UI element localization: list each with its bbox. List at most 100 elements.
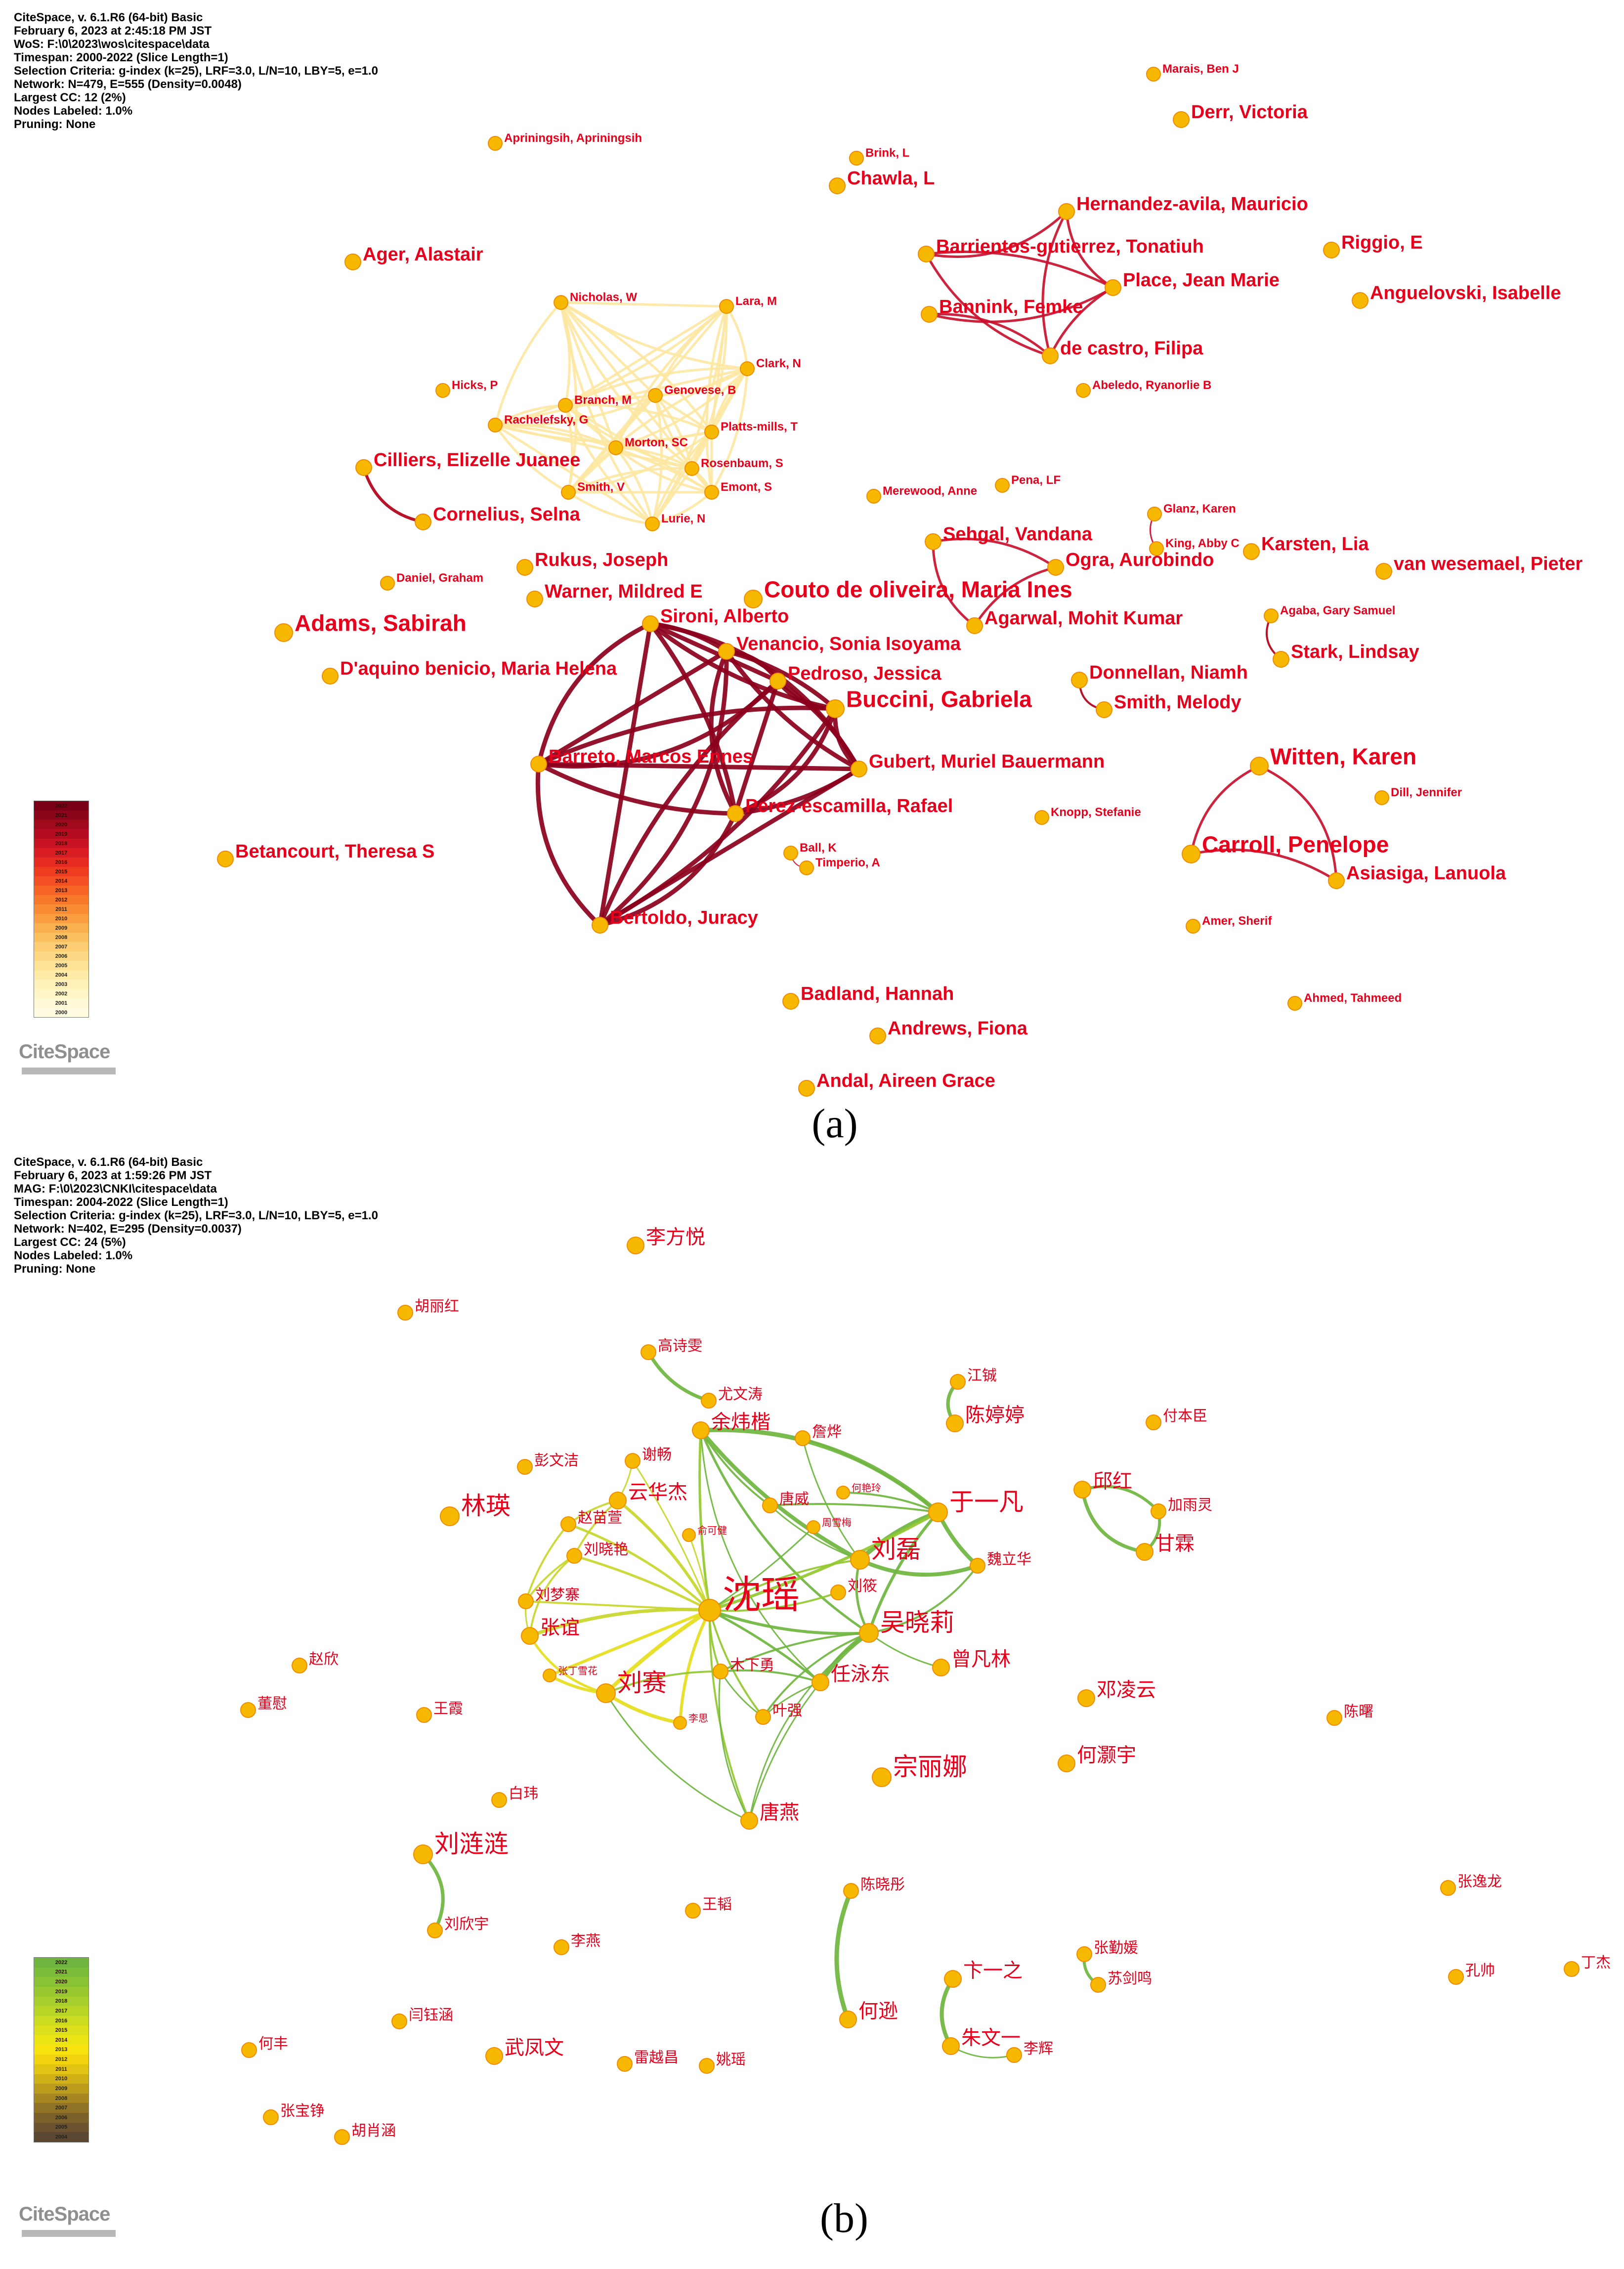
panel-b-node-zong_lina[interactable]: 宗丽娜 bbox=[872, 1753, 967, 1787]
panel-b-node-xie_chang[interactable]: 谢畅 bbox=[625, 1446, 672, 1469]
panel-a-node-pedroso[interactable]: Pedroso, Jessica bbox=[769, 663, 941, 689]
panel-b-node-zhang_yi[interactable]: 张谊 bbox=[521, 1617, 580, 1645]
panel-a-node-vanwesemael[interactable]: van wesemael, Pieter bbox=[1375, 554, 1583, 580]
panel-a-node-couto[interactable]: Couto de oliveira, Maria Ines bbox=[744, 576, 1072, 608]
panel-b-node-zhan_ye[interactable]: 詹烨 bbox=[795, 1423, 842, 1446]
panel-a-node-dot[interactable] bbox=[727, 805, 744, 822]
panel-a-node-dot[interactable] bbox=[869, 1027, 886, 1044]
panel-b-node-dot[interactable] bbox=[566, 1548, 582, 1564]
panel-b-node-dot[interactable] bbox=[1448, 1969, 1464, 1985]
panel-a-node-smithv[interactable]: Smith, V bbox=[561, 480, 625, 500]
panel-b-node-dot[interactable] bbox=[1058, 1755, 1075, 1772]
panel-a-node-dot[interactable] bbox=[1273, 651, 1289, 668]
panel-b-node-dot[interactable] bbox=[491, 1792, 507, 1808]
panel-a-node-hernandez[interactable]: Hernandez-avila, Mauricio bbox=[1058, 194, 1308, 220]
panel-a-node-dot[interactable] bbox=[1173, 111, 1190, 128]
panel-a-node-dot[interactable] bbox=[1352, 292, 1368, 309]
panel-b-node-dot[interactable] bbox=[872, 1767, 892, 1787]
panel-a-node-ahmed[interactable]: Ahmed, Tahmeed bbox=[1287, 991, 1402, 1011]
panel-b-node-dot[interactable] bbox=[609, 1492, 627, 1509]
panel-a-node-donnellan[interactable]: Donnellan, Niamh bbox=[1071, 662, 1248, 688]
panel-a-node-dot[interactable] bbox=[1323, 242, 1340, 258]
panel-b-node-zhang_yilong[interactable]: 张逸龙 bbox=[1440, 1873, 1502, 1896]
panel-a-node-merewood[interactable]: Merewood, Anne bbox=[866, 484, 977, 504]
panel-b-node-dot[interactable] bbox=[518, 1593, 534, 1609]
panel-a-node-dot[interactable] bbox=[866, 489, 881, 504]
panel-b-node-liu_lei[interactable]: 刘磊 bbox=[850, 1535, 921, 1570]
panel-b-node-zhu_wenyi[interactable]: 朱文一 bbox=[942, 2027, 1021, 2055]
panel-a-node-gubert[interactable]: Gubert, Muriel Bauermann bbox=[851, 751, 1105, 777]
panel-a-node-dot[interactable] bbox=[799, 860, 814, 875]
panel-a-node-stark[interactable]: Stark, Lindsay bbox=[1273, 642, 1419, 668]
panel-a-node-witten[interactable]: Witten, Karen bbox=[1250, 743, 1416, 775]
panel-b-node-chen_xiaotong[interactable]: 陈晓彤 bbox=[843, 1876, 905, 1899]
panel-a-node-asiasiga[interactable]: Asiasiga, Lanuola bbox=[1328, 863, 1506, 889]
panel-a-node-barreto[interactable]: Barreto, Marcos Ennes bbox=[530, 746, 753, 772]
panel-a-node-dot[interactable] bbox=[1186, 919, 1200, 934]
panel-b-node-zhao_xin[interactable]: 赵欣 bbox=[292, 1651, 339, 1673]
panel-b-node-dot[interactable] bbox=[1090, 1977, 1106, 1993]
panel-b-node-yan_yuhan[interactable]: 闫钰涵 bbox=[391, 2007, 453, 2029]
panel-a-node-dot[interactable] bbox=[1149, 541, 1164, 556]
panel-a-node-dot[interactable] bbox=[1071, 672, 1088, 688]
panel-b-node-dot[interactable] bbox=[1136, 1543, 1154, 1561]
panel-b-node-dot[interactable] bbox=[427, 1923, 443, 1938]
panel-b-node-dot[interactable] bbox=[241, 2042, 257, 2058]
panel-b-node-dot[interactable] bbox=[334, 2129, 350, 2145]
panel-a-node-dot[interactable] bbox=[526, 591, 543, 607]
panel-a-node-dot[interactable] bbox=[704, 485, 719, 500]
panel-a-node-bertoldo[interactable]: Bertoldo, Juracy bbox=[592, 907, 758, 934]
panel-a-node-dot[interactable] bbox=[380, 576, 395, 591]
panel-b-node-dot[interactable] bbox=[762, 1498, 778, 1513]
panel-b-node-zhang_qinyuan[interactable]: 张勤媛 bbox=[1076, 1939, 1138, 1962]
panel-b-node-zhang_dingxuehua[interactable]: 张丁雪花 bbox=[543, 1665, 598, 1682]
panel-a-node-dot[interactable] bbox=[1250, 757, 1269, 775]
panel-a-node-decastro[interactable]: de castro, Filipa bbox=[1042, 338, 1203, 364]
panel-b-node-dot[interactable] bbox=[1077, 1689, 1095, 1707]
panel-a-node-betancourt[interactable]: Betancourt, Theresa S bbox=[217, 841, 434, 867]
panel-b-node-dot[interactable] bbox=[641, 1344, 656, 1360]
panel-b-node-dot[interactable] bbox=[560, 1516, 576, 1532]
panel-a-node-badland[interactable]: Badland, Hannah bbox=[782, 984, 954, 1010]
panel-a-node-genovese[interactable]: Genovese, B bbox=[648, 384, 736, 403]
panel-b-node-dot[interactable] bbox=[755, 1709, 771, 1725]
panel-a-node-carroll[interactable]: Carroll, Penelope bbox=[1182, 831, 1389, 863]
panel-b-node-ren_yongdong[interactable]: 任泳东 bbox=[812, 1663, 890, 1691]
panel-b-node-dot[interactable] bbox=[830, 1584, 846, 1600]
panel-a-node-ogra[interactable]: Ogra, Aurobindo bbox=[1047, 550, 1214, 576]
panel-a-node-amer[interactable]: Amer, Sherif bbox=[1186, 914, 1272, 934]
panel-a-node-dot[interactable] bbox=[355, 459, 372, 476]
panel-b-node-li_fangyue[interactable]: 李方悦 bbox=[627, 1226, 705, 1254]
panel-b-node-yao_yao[interactable]: 姚瑶 bbox=[699, 2051, 746, 2074]
panel-a-node-lurie[interactable]: Lurie, N bbox=[645, 512, 705, 531]
panel-b-node-dot[interactable] bbox=[859, 1623, 879, 1643]
panel-b-node-bai_wei[interactable]: 白玮 bbox=[491, 1785, 538, 1808]
panel-a-node-glanz[interactable]: Glanz, Karen bbox=[1147, 502, 1236, 521]
panel-a-node-dot[interactable] bbox=[1328, 872, 1345, 889]
panel-a-node-daniel[interactable]: Daniel, Graham bbox=[380, 571, 483, 591]
panel-b-node-wang_xia[interactable]: 王霞 bbox=[416, 1700, 463, 1723]
panel-b-node-dot[interactable] bbox=[625, 1453, 641, 1469]
panel-b-node-dot[interactable] bbox=[391, 2013, 407, 2029]
panel-a-node-venancio[interactable]: Venancio, Sonia Isoyama bbox=[718, 634, 961, 660]
panel-b-node-dot[interactable] bbox=[701, 1393, 717, 1409]
panel-a-node-king[interactable]: King, Abby C bbox=[1149, 537, 1239, 556]
panel-b-node-dot[interactable] bbox=[1564, 1961, 1580, 1977]
panel-b-node-dot[interactable] bbox=[942, 2037, 960, 2055]
panel-b-node-hu_lihong[interactable]: 胡丽红 bbox=[397, 1298, 459, 1321]
panel-a-node-chawla[interactable]: Chawla, L bbox=[829, 168, 935, 194]
panel-b-node-dot[interactable] bbox=[596, 1683, 616, 1703]
panel-a-node-perez[interactable]: Perez-escamilla, Rafael bbox=[727, 796, 953, 822]
panel-a-node-dot[interactable] bbox=[684, 461, 699, 476]
panel-b-node-dot[interactable] bbox=[440, 1506, 460, 1526]
panel-b-node-dot[interactable] bbox=[627, 1237, 644, 1254]
panel-b-node-dot[interactable] bbox=[673, 1716, 687, 1730]
panel-a-node-cornelius[interactable]: Cornelius, Selna bbox=[415, 504, 581, 530]
panel-b-node-dot[interactable] bbox=[685, 1903, 701, 1919]
panel-a-node-bannink[interactable]: Bannink, Femke bbox=[921, 297, 1083, 323]
panel-a-node-dot[interactable] bbox=[642, 615, 659, 632]
panel-a-node-apriningsih[interactable]: Apriningsih, Apriningsih bbox=[488, 131, 642, 151]
panel-a-node-dot[interactable] bbox=[415, 514, 431, 530]
panel-a-node-dot[interactable] bbox=[1105, 279, 1121, 296]
panel-b-node-dot[interactable] bbox=[1326, 1710, 1342, 1726]
